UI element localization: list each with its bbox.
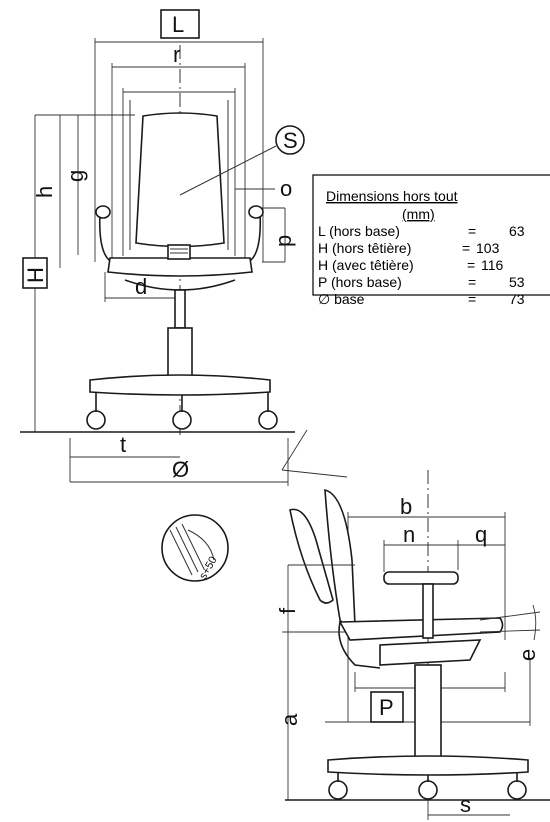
left-armrest-pad xyxy=(95,205,111,219)
box-row-name: ∅ base xyxy=(318,291,365,307)
caster-left xyxy=(86,410,106,430)
detail-circle: s+50 xyxy=(161,514,229,582)
callout-S xyxy=(275,125,305,155)
side-view: b n q f e c xyxy=(275,429,550,820)
dimensions-box: Dimensions hors tout (mm) L (hors base) … xyxy=(312,174,550,307)
box-row-name: P (hors base) xyxy=(318,274,402,290)
box-row-name: H (hors têtière) xyxy=(318,240,411,256)
caster-right xyxy=(258,410,278,430)
box-row-eq: = xyxy=(467,257,475,273)
box-row-name: H (avec têtière) xyxy=(318,257,414,273)
label-f: f xyxy=(275,607,300,614)
box-title-line1: Dimensions hors tout xyxy=(326,188,458,204)
box-row-value: 103 xyxy=(476,240,500,256)
label-d: d xyxy=(135,274,147,299)
label-box-H xyxy=(22,257,48,289)
label-h: h xyxy=(32,186,57,198)
armrest-side xyxy=(383,571,459,585)
box-row-eq: = xyxy=(468,291,476,307)
box-title-line2: (mm) xyxy=(402,206,435,222)
seat-front xyxy=(107,257,253,277)
caster-side-right xyxy=(507,780,527,800)
caster-center xyxy=(172,410,192,430)
label-n: n xyxy=(403,522,415,547)
label-P: P xyxy=(379,695,394,720)
front-view: L r h g H xyxy=(20,9,305,486)
label-L: L xyxy=(172,12,184,37)
box-row-value: 116 xyxy=(481,257,504,273)
box-row-value: 63 xyxy=(509,223,525,239)
label-e: e xyxy=(515,649,540,661)
backrest-side xyxy=(324,488,356,628)
right-armrest-pad xyxy=(248,205,264,219)
label-b: b xyxy=(400,494,412,519)
label-s: s xyxy=(460,792,471,817)
label-t: t xyxy=(120,432,126,457)
label-box-L xyxy=(160,9,200,39)
label-p: p xyxy=(271,235,296,247)
label-a: a xyxy=(277,713,302,726)
label-r: r xyxy=(173,42,180,67)
backrest-adjuster xyxy=(167,244,191,260)
star-base xyxy=(89,374,271,396)
label-H: H xyxy=(23,267,48,283)
label-S: S xyxy=(283,128,298,153)
box-row-value: 73 xyxy=(509,291,525,307)
label-q: q xyxy=(475,522,487,547)
column-side-upper xyxy=(422,583,434,639)
seat-mechanism xyxy=(379,639,482,666)
box-row-value: 53 xyxy=(509,274,525,290)
backrest-side-tilted xyxy=(289,508,334,604)
label-box-P xyxy=(370,691,404,723)
box-row-eq: = xyxy=(462,240,470,256)
caster-side-center xyxy=(418,780,438,800)
column-side xyxy=(414,664,442,761)
box-row-eq: = xyxy=(468,274,476,290)
label-g: g xyxy=(63,170,88,182)
caster-side-left xyxy=(328,780,348,800)
base-side xyxy=(327,755,529,776)
box-row-eq: = xyxy=(468,223,476,239)
label-o: o xyxy=(280,176,292,201)
gas-lift-upper xyxy=(174,289,186,329)
box-row-name: L (hors base) xyxy=(318,223,400,239)
backrest xyxy=(135,112,225,248)
seat-side xyxy=(338,617,504,641)
label-diameter: Ø xyxy=(172,457,189,482)
